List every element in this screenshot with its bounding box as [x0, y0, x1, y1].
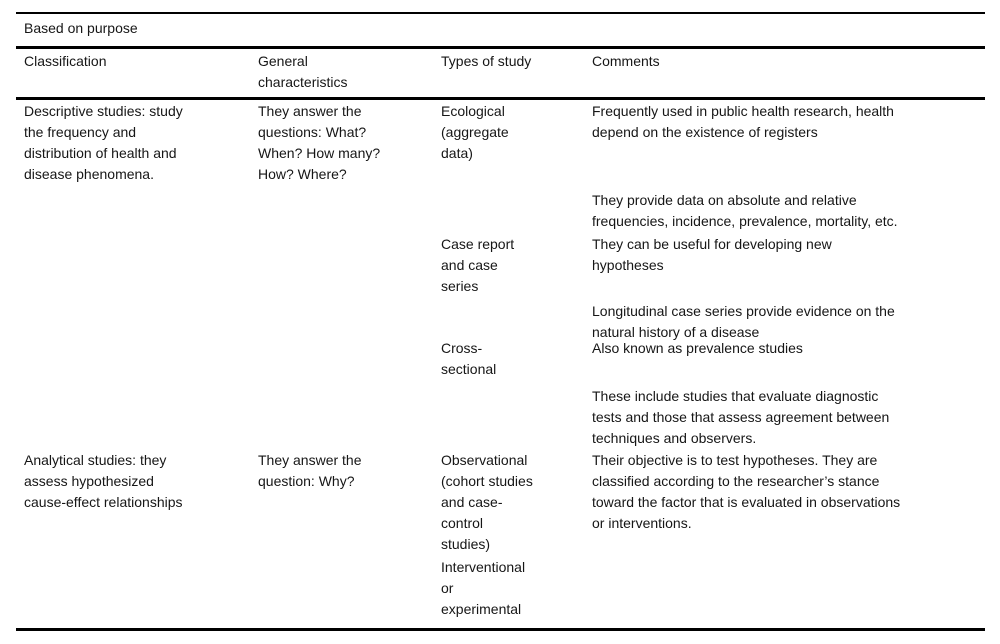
cell-type-interventional: Interventional or experimental: [441, 559, 526, 617]
table-bottom-rule: [16, 628, 985, 631]
cell-comment-case-report-1: They can be useful for developing new hy…: [592, 236, 832, 273]
cell-comment-cross-sectional-2: These include studies that evaluate diag…: [592, 388, 890, 446]
cell-type-ecological: Ecological (aggregate data): [441, 103, 509, 161]
cell-characteristics-descriptive: They answer the questions: What? When? H…: [258, 103, 381, 182]
cell-type-observational: Observational (cohort studies and case- …: [441, 452, 533, 552]
cell-type-cross-sectional: Cross- sectional: [441, 340, 497, 377]
table-band-title: Based on purpose: [24, 20, 138, 36]
header-bottom-rule: [16, 97, 985, 100]
cell-comment-cross-sectional-1: Also known as prevalence studies: [592, 340, 803, 356]
cell-comment-observational-1: Their objective is to test hypotheses. T…: [592, 452, 901, 531]
column-header-types-of-study: Types of study: [441, 53, 532, 69]
cell-classification-descriptive: Descriptive studies: study the frequency…: [24, 103, 183, 182]
cell-comment-ecological-1: Frequently used in public health researc…: [592, 103, 894, 140]
band-bottom-rule: [16, 46, 985, 49]
column-header-comments: Comments: [592, 53, 660, 69]
table-top-rule: [16, 12, 985, 14]
column-header-classification: Classification: [24, 53, 107, 69]
column-header-general-characteristics: General characteristics: [258, 53, 348, 90]
cell-characteristics-analytical: They answer the question: Why?: [258, 452, 362, 489]
cell-classification-analytical: Analytical studies: they assess hypothes…: [24, 452, 183, 510]
cell-type-case-report: Case report and case series: [441, 236, 515, 294]
cell-comment-ecological-2: They provide data on absolute and relati…: [592, 192, 898, 229]
cell-comment-case-report-2: Longitudinal case series provide evidenc…: [592, 303, 895, 340]
